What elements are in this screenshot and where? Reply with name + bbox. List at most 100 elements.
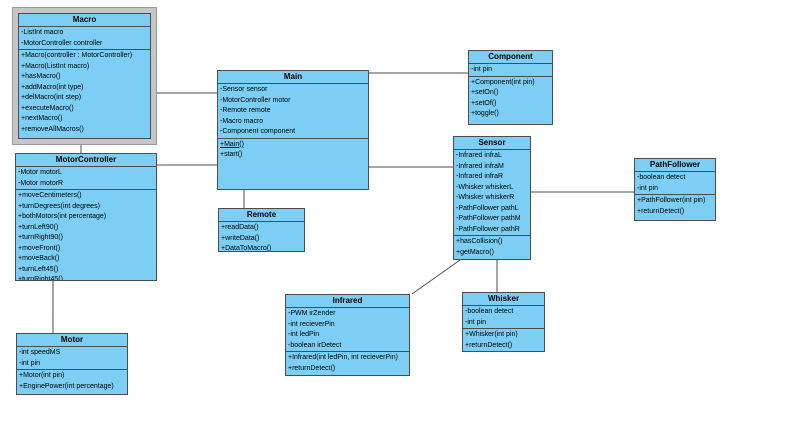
class-title-main: Main	[283, 72, 303, 81]
method-row: +writeData()	[221, 234, 260, 242]
class-methods-sensor: +hasCollision()+getMacro()	[454, 235, 530, 259]
method-row: +moveBack()	[18, 255, 60, 262]
attribute-row: -PathFollower pathM	[456, 215, 521, 222]
attribute-row: -int pin	[19, 359, 41, 367]
method-row: +Component(int pin)	[471, 78, 535, 86]
method-row: +Motor(int pin)	[19, 372, 65, 379]
method-row: +Macro(ListInt macro)	[21, 62, 90, 70]
attribute-row: -int pin	[637, 184, 659, 192]
attribute-row: -int pin	[465, 318, 487, 326]
attribute-row: -PathFollower pathL	[456, 204, 519, 212]
class-title-motorcontroller: MotorController	[55, 155, 117, 164]
method-row: +Whisker(int pin)	[465, 331, 518, 338]
class-box-sensor[interactable]: Sensor-Infrared infraL-Infrared infraM-I…	[453, 136, 531, 260]
method-row: +turnDegrees(int degrees)	[18, 202, 100, 210]
class-methods-whisker: +Whisker(int pin) +returnDetect()	[463, 328, 544, 351]
class-box-pathfollower[interactable]: PathFollower -boolean detect -int pin +Path…	[634, 158, 716, 221]
class-methods-remote: +readData() +writeData() +DataToMacro()	[219, 221, 304, 252]
attribute-row: -Component component	[220, 128, 296, 135]
class-title-pathfollower: PathFollower	[649, 160, 701, 169]
method-row: +setOn()	[471, 89, 499, 96]
class-title-infrared: Infrared	[332, 296, 363, 305]
method-row: +hasCollision()	[456, 238, 503, 245]
method-row: +returnDetect()	[288, 364, 336, 372]
class-attributes-macro: -ListInt macro -MotorController controlle…	[19, 26, 150, 49]
method-row: +Infrared(int ledPin, int recieverPin)	[288, 354, 398, 361]
connector-sensor-infrared[interactable]	[411, 259, 461, 295]
attribute-row: -Infrared infraL	[456, 152, 502, 159]
method-row: +addMacro(int type)	[21, 83, 84, 91]
attribute-row: -MotorController controller	[21, 39, 103, 47]
attribute-row: -int speedMS	[19, 349, 61, 356]
class-title-whisker: Whisker	[487, 294, 520, 303]
method-row: +bothMotors(int percentage)	[18, 213, 107, 220]
class-box-component[interactable]: Component -int pin +Component(int pin) +set…	[468, 50, 553, 125]
class-attributes-infrared: -PWM irZender -int recieverPin -int ledPin…	[286, 307, 409, 351]
class-title-remote: Remote	[246, 210, 277, 219]
class-attributes-component: -int pin	[469, 63, 552, 76]
method-row: +returnDetect()	[465, 341, 513, 349]
method-row: +start()	[220, 151, 243, 158]
method-row: +turnRight90()	[18, 234, 63, 241]
class-methods-main: +Main() +start()	[218, 137, 368, 190]
method-row: +turnLeft90()	[18, 223, 59, 231]
attribute-row: -PWM irZender	[288, 310, 336, 317]
attribute-row: -MotorController motor	[220, 96, 291, 104]
class-methods-macro: +Macro(controller : MotorController) +Mac…	[19, 49, 150, 138]
class-box-motor[interactable]: Motor -int speedMS -int pin +Motor(int pin)…	[16, 333, 128, 395]
attribute-row: -Whisker whiskerR	[456, 194, 515, 201]
method-row: +EnginePower(int percentage)	[19, 382, 114, 390]
method-row: +moveFront()	[18, 244, 61, 252]
class-attributes-motorcontroller: -Motor motorL-Motor motorR	[16, 166, 156, 189]
class-title-component: Component	[488, 52, 533, 61]
class-attributes-sensor: -Infrared infraL -Infrared infraM -Infrare…	[454, 149, 530, 235]
method-row: +delMacro(int step)	[21, 94, 82, 101]
class-methods-motor: +Motor(int pin) +EnginePower(int percenta…	[17, 369, 127, 394]
class-box-main[interactable]: Main -Sensor sensor -MotorController motor…	[217, 70, 369, 190]
class-title-sensor: Sensor	[478, 138, 506, 147]
class-attributes-whisker: -boolean detect -int pin	[463, 305, 544, 328]
attribute-row: -PathFollower pathR	[456, 225, 520, 233]
attribute-row: -Whisker whiskerL	[456, 183, 514, 191]
class-box-whisker[interactable]: Whisker -boolean detect -int pin +Whisker(i…	[462, 292, 545, 352]
class-methods-component: +Component(int pin)+setOn()+setOf()+togg…	[469, 75, 552, 125]
class-methods-infrared: +Infrared(int ledPin, int recieverPin) +r…	[286, 351, 409, 375]
method-row: +moveCentimeters()	[18, 192, 82, 199]
method-row: +hasMacro()	[21, 73, 61, 80]
method-row: +readData()	[221, 224, 259, 231]
class-methods-pathfollower: +PathFollower(int pin) +returnDetect()	[635, 194, 715, 220]
method-row: +Macro(controller : MotorController)	[21, 52, 133, 59]
class-box-macro[interactable]: Macro -ListInt macro -MotorController cont…	[18, 13, 151, 139]
class-box-motorcontroller[interactable]: MotorController -Motor motorL-Motor motor…	[15, 153, 157, 281]
attribute-row: -Remote remote	[220, 107, 271, 114]
method-row: +nextMacro()	[21, 115, 63, 122]
attribute-row: -Infrared infraR	[456, 173, 504, 180]
class-attributes-main: -Sensor sensor -MotorController motor -Rem…	[218, 83, 368, 138]
attribute-row: -Macro macro	[220, 117, 264, 125]
method-row: +PathFollower(int pin)	[637, 197, 706, 204]
method-row: +DataToMacro()	[221, 245, 272, 252]
class-title-motor: Motor	[60, 335, 84, 344]
attribute-row: -boolean detect	[637, 174, 686, 181]
method-row: +removeAllMacros()	[21, 125, 84, 133]
attribute-row: -Infrared infraM	[456, 162, 504, 170]
attribute-row: -int ledPin	[288, 331, 320, 338]
method-row: +Main()	[220, 140, 244, 148]
method-row: +returnDetect()	[637, 207, 685, 215]
attribute-row: -Sensor sensor	[220, 86, 268, 93]
method-row: +turnLeft45()	[18, 265, 59, 273]
attribute-row: -int recieverPin	[288, 320, 335, 328]
class-box-remote[interactable]: Remote +readData() +writeData() +DataToMacr…	[218, 208, 305, 252]
class-title-macro: Macro	[72, 15, 97, 24]
attribute-row: -Motor motorL	[18, 169, 62, 176]
method-row: +setOf()	[471, 99, 497, 107]
class-attributes-motor: -int speedMS -int pin	[17, 346, 127, 369]
attribute-row: -int pin	[471, 66, 493, 73]
attribute-row: -boolean irDetect	[288, 341, 342, 349]
class-box-infrared[interactable]: Infrared -PWM irZender -int recieverPin -in…	[285, 294, 410, 376]
class-methods-motorcontroller: +moveCentimeters() +turnDegrees(int degre…	[16, 189, 156, 280]
attribute-row: -boolean detect	[465, 308, 514, 315]
attribute-row: -ListInt macro	[21, 29, 64, 36]
